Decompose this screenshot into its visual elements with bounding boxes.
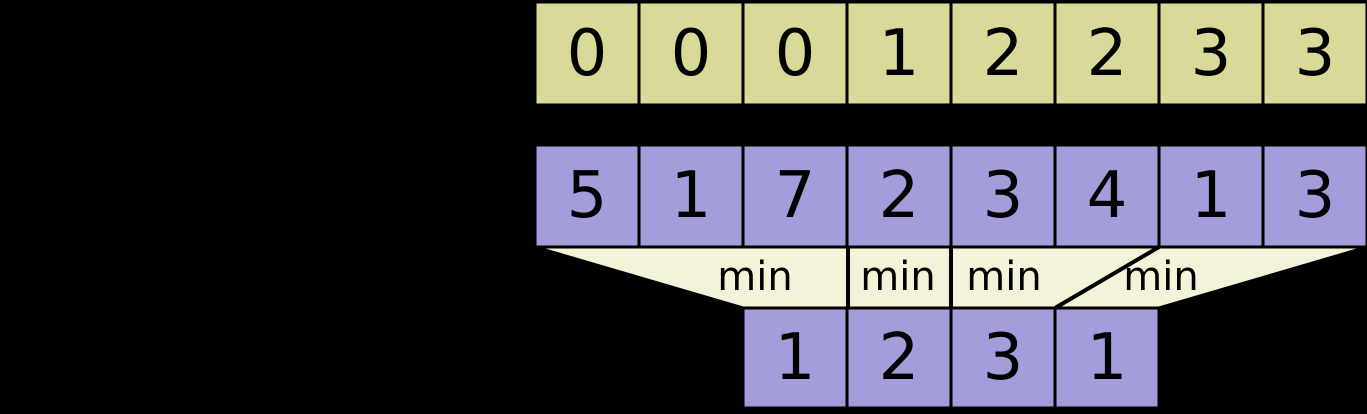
min-operator-label: min — [860, 254, 935, 300]
block-min-cell-1 — [845, 306, 953, 410]
array-value: 1 — [1191, 159, 1232, 233]
block-index-cell-7 — [1261, 0, 1367, 107]
block-index-cell-6 — [1157, 0, 1265, 107]
block-min-value: 2 — [879, 321, 920, 395]
block-index-value: 2 — [1087, 17, 1128, 91]
min-operator-label: min — [717, 254, 792, 300]
min-operator-label: min — [1123, 254, 1198, 300]
block-index-cell-2 — [741, 0, 849, 107]
block-index-cell-5 — [1053, 0, 1161, 107]
array-value: 2 — [879, 159, 920, 233]
block-index-value: 1 — [879, 17, 920, 91]
block-index-value: 0 — [567, 17, 608, 91]
array-cell-1 — [637, 143, 745, 249]
array-value: 5 — [567, 159, 608, 233]
array-cell-4 — [949, 143, 1057, 249]
block-index-value: 0 — [671, 17, 712, 91]
array-row: 5 1 7 2 3 4 1 3 — [533, 143, 1367, 249]
array-cell-3 — [845, 143, 953, 249]
array-value: 3 — [1295, 159, 1336, 233]
block-index-row: 0 0 0 1 2 2 3 3 — [533, 0, 1367, 107]
block-index-value: 2 — [983, 17, 1024, 91]
block-min-value: 1 — [775, 321, 816, 395]
array-cell-6 — [1157, 143, 1265, 249]
block-min-value: 3 — [983, 321, 1024, 395]
block-min-cell-2 — [949, 306, 1057, 410]
array-cell-7 — [1261, 143, 1367, 249]
min-band-divider-3 — [1053, 245, 1161, 310]
array-value: 1 — [671, 159, 712, 233]
block-index-value: 3 — [1295, 17, 1336, 91]
array-value: 3 — [983, 159, 1024, 233]
block-min-cell-3 — [1053, 306, 1161, 410]
array-value: 4 — [1087, 159, 1128, 233]
array-cell-5 — [1053, 143, 1161, 249]
block-min-row: 1 2 3 1 — [741, 306, 1161, 410]
block-index-cell-3 — [845, 0, 953, 107]
block-index-value: 0 — [775, 17, 816, 91]
min-band: min min min min — [534, 245, 1367, 310]
array-cell-0 — [533, 143, 641, 249]
array-value: 7 — [775, 159, 816, 233]
min-operator-label: min — [966, 254, 1041, 300]
block-index-value: 3 — [1191, 17, 1232, 91]
block-index-cell-4 — [949, 0, 1057, 107]
block-index-cell-0 — [533, 0, 641, 107]
block-min-value: 1 — [1087, 321, 1128, 395]
